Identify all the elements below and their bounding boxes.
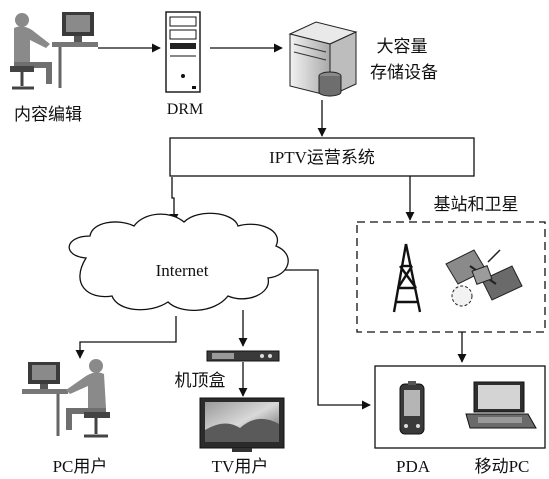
base-station-satellite-label: 基站和卫星 <box>434 195 519 214</box>
storage-server-icon <box>288 21 358 97</box>
mobile-pc-label: 移动PC <box>475 457 530 476</box>
tv-user-label: TV用户 <box>212 457 269 476</box>
pda-icon <box>399 381 425 435</box>
arrow-iptv-to-internet <box>169 177 179 223</box>
set-top-box-icon <box>206 350 280 362</box>
content-editor-icon <box>10 12 98 90</box>
pc-user-icon <box>22 359 110 438</box>
laptop-icon <box>465 381 537 429</box>
tv-icon <box>199 397 285 452</box>
internet-cloud <box>68 212 289 312</box>
arrow-internet-to-mobile <box>284 269 371 410</box>
drm-label: DRM <box>167 101 203 118</box>
drm-server-icon <box>165 11 201 93</box>
connections <box>75 43 467 410</box>
arrow-internet-to-pc-user <box>75 316 177 359</box>
iptv-system-label: IPTV运营系统 <box>269 148 375 167</box>
internet-label: Internet <box>156 261 209 280</box>
storage-label-line2: 存储设备 <box>370 63 438 82</box>
iptv-system-box <box>169 137 475 177</box>
pc-user-label: PC用户 <box>53 457 108 476</box>
pda-label: PDA <box>396 457 431 476</box>
satellite-icon <box>445 249 523 307</box>
base-station-tower-icon <box>392 243 422 313</box>
content-editing-label: 内容编辑 <box>14 105 82 124</box>
storage-label-line1: 大容量 <box>377 37 428 56</box>
set-top-box-label: 机顶盒 <box>175 371 226 390</box>
